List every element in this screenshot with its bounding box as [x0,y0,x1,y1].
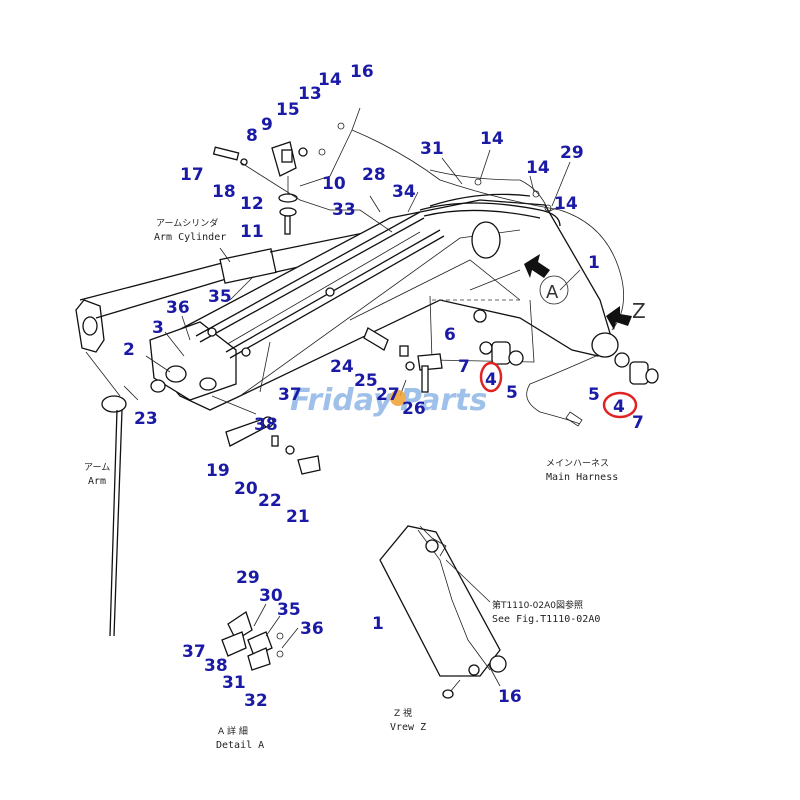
part-label: 22 [258,491,282,511]
part-label: 36 [300,619,324,639]
part-label: 35 [277,600,301,620]
part-label: 34 [392,182,416,202]
part-label: 38 [254,415,278,435]
part-label: 3 [152,318,164,338]
see-fig-caption-en: See Fig.T1110-02A0 [492,614,600,625]
highlight-circles [479,361,638,419]
view-z-caption-jp: Z 視 [394,707,412,719]
watermark-text-part2: Parts [400,383,487,418]
part-label: 1 [372,614,384,634]
detail-a-drawing [221,603,299,671]
view-z-drawing [379,525,507,699]
part-label: 37 [278,385,302,405]
detail-a-caption-jp: A 詳 細 [218,725,248,737]
part-label: 30 [259,586,283,606]
wire-harness [299,107,625,427]
part-label: 20 [234,479,258,499]
part-label: 25 [354,371,378,391]
captions: アームシリンダ Arm Cylinder アーム Arm メインハーネス Mai… [84,217,646,751]
part-label: 9 [261,115,273,135]
main-harness-caption-en: Main Harness [546,472,618,483]
boom-body [159,199,619,411]
see-fig-caption-jp: 第T1110-02A0図参照 [492,599,583,611]
part-label: 31 [222,673,246,693]
part-label: 27 [376,385,400,405]
part-label: 17 [180,165,204,185]
part-label: 19 [206,461,230,481]
part-label: 18 [212,182,236,202]
part-label: 31 [420,139,444,159]
watermark: Friday Parts [290,383,487,418]
highlight-circle-right [602,391,638,419]
part-label: 2 [123,340,135,360]
part-label: 23 [134,409,158,429]
arm-outline [75,299,127,637]
arm-caption-jp: アーム [84,462,110,473]
part-label: 5 [588,385,600,405]
detail-a-marker: A [546,282,559,303]
detail-a-caption-en: Detail A [216,740,264,751]
part-label: 15 [276,100,300,120]
pin-bushing-group [473,309,659,385]
part-label: 28 [362,165,386,185]
part-label: 29 [236,568,260,588]
arm-caption-en: Arm [88,476,106,487]
part-label: 5 [506,383,518,403]
part-label: 35 [208,287,232,307]
main-harness-caption-jp: メインハーネス [546,458,609,469]
part-label: 16 [498,687,522,707]
part-label: 4 [485,370,497,390]
part-label: 29 [560,143,584,163]
arm-cylinder [79,225,403,319]
part-label: 26 [402,399,426,419]
z-view-marker: Z [632,299,646,323]
part-label: 24 [330,357,354,377]
part-label: 1 [588,253,600,273]
view-z-caption-en: Vrew Z [390,722,426,733]
watermark-dot [390,390,406,406]
part-labels: 16 14 13 15 9 8 17 18 10 12 11 28 34 33 … [123,62,644,711]
part-label: 33 [332,200,356,220]
hydraulic-tubes [195,193,561,359]
part-label: 16 [350,62,374,82]
part-label: 14 [526,158,550,178]
part-label: 14 [480,129,504,149]
part-label: 32 [244,691,268,711]
watermark-text-part1: Friday [290,383,394,418]
part-label: 14 [554,194,578,214]
part-label: 8 [246,126,258,146]
arm-cylinder-caption-jp: アームシリンダ [156,217,218,229]
pins-bolts [225,327,443,475]
part-label: 4 [613,397,625,417]
part-label: 7 [632,413,644,433]
part-label: 6 [444,325,456,345]
part-label: 14 [318,70,342,90]
part-label: 36 [166,298,190,318]
leader-lines [123,149,581,415]
lamp-bracket-parts [212,141,393,235]
part-label: 12 [240,194,264,214]
arm-cylinder-caption-en: Arm Cylinder [154,232,226,243]
boom-foot-bracket [149,321,237,401]
part-label: 13 [298,84,322,104]
part-label: 10 [322,174,346,194]
part-label: 37 [182,642,206,662]
part-label: 7 [458,357,470,377]
part-label: 38 [204,656,228,676]
part-label: 11 [240,222,264,242]
part-label: 21 [286,507,310,527]
direction-arrows [524,254,632,330]
highlight-circle-left [479,361,503,393]
